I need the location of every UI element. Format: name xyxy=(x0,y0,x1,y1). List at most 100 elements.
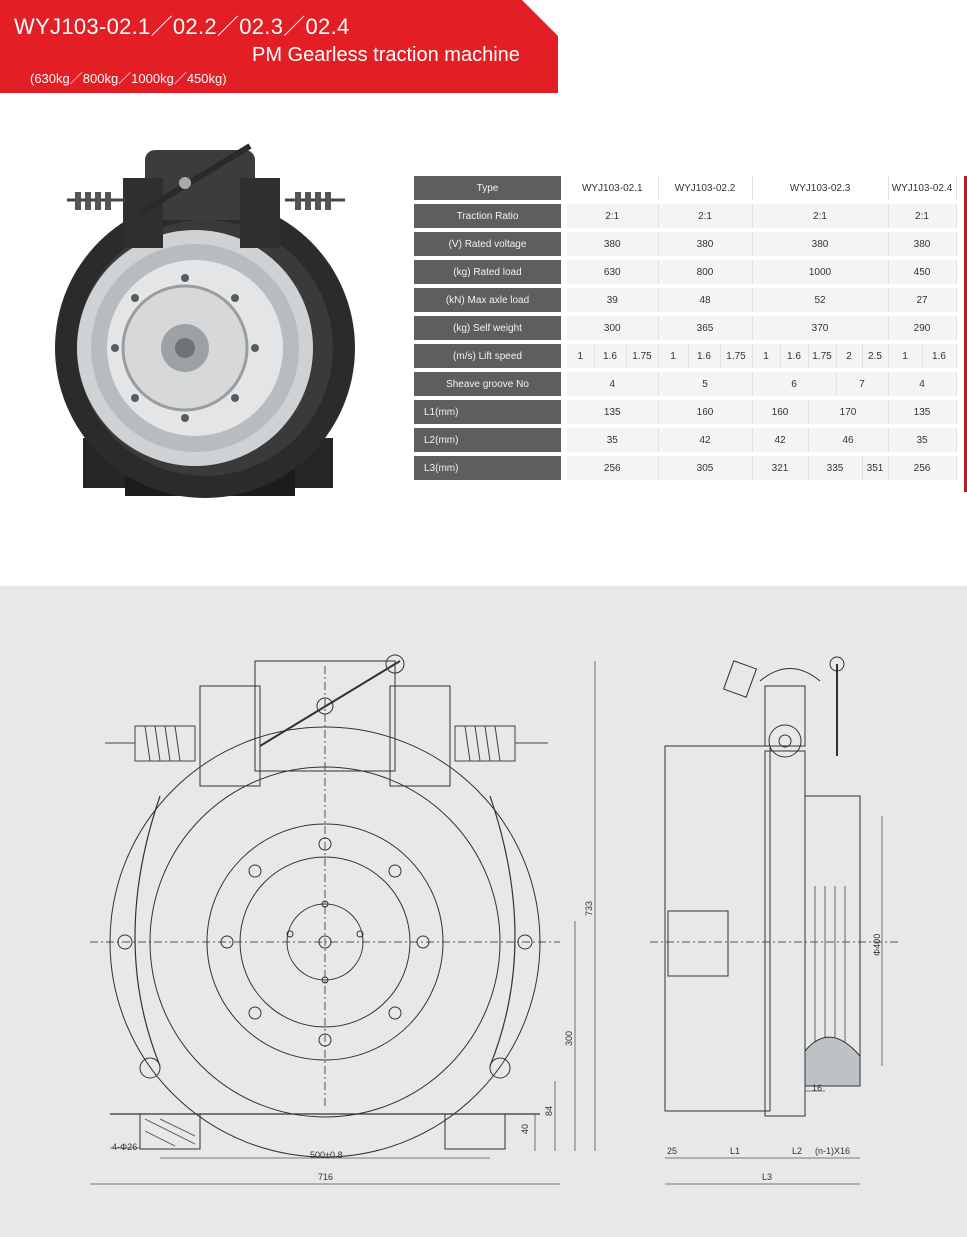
spec-row-l1: L1(mm) 135 160 160 170 135 xyxy=(414,398,957,428)
unit-label: (V) xyxy=(448,238,462,250)
sheave-groove-label: Sheave groove No xyxy=(414,370,567,400)
table-cell: 1.6 xyxy=(922,342,957,372)
dim-groove: (n-1)X16 xyxy=(815,1146,850,1156)
table-cell: 1.75 xyxy=(808,342,837,372)
table-cell: 7 xyxy=(836,370,889,400)
row-label: Rated load xyxy=(473,266,522,278)
table-cell: 52 xyxy=(752,286,889,316)
table-cell: 1.6 xyxy=(688,342,721,372)
table-cell: 380 xyxy=(564,230,659,260)
table-cell: 6 xyxy=(752,370,837,400)
unit-label: (kg) xyxy=(453,266,471,278)
l1-label: L1(mm) xyxy=(414,398,567,428)
dim-l2: L2 xyxy=(792,1146,802,1156)
table-cell: 35 xyxy=(888,426,957,456)
table-cell: 380 xyxy=(888,230,957,260)
table-cell: 351 xyxy=(862,454,889,484)
table-cell: 2.5 xyxy=(862,342,889,372)
table-cell: 4 xyxy=(564,370,659,400)
table-cell: 1.6 xyxy=(780,342,809,372)
table-cell: 321 xyxy=(752,454,809,484)
model-1: WYJ103-02.1 xyxy=(564,176,659,204)
max-axle-load-label: (kN) Max axle load xyxy=(414,286,567,316)
table-cell: 42 xyxy=(752,426,809,456)
dim-phi400: Φ400 xyxy=(872,934,882,956)
table-cell: 35 xyxy=(564,426,659,456)
technical-drawing: 733 300 84 40 4-Φ26 500±0.8 716 Φ400 16 … xyxy=(0,586,967,1237)
table-cell: 2:1 xyxy=(564,202,659,232)
unit-label: (m/s) xyxy=(453,350,476,362)
l3-label: L3(mm) xyxy=(414,454,567,484)
spec-row-l3: L3(mm) 256 305 321 335 351 256 xyxy=(414,454,957,484)
table-cell: 380 xyxy=(752,230,889,260)
table-cell: 2 xyxy=(836,342,863,372)
table-cell: 305 xyxy=(658,454,753,484)
table-cell: 300 xyxy=(564,314,659,344)
table-cell: 2:1 xyxy=(658,202,753,232)
table-cell: 42 xyxy=(658,426,753,456)
row-label: Rated voltage xyxy=(464,238,527,250)
table-cell: 256 xyxy=(564,454,659,484)
banner-title: WYJ103-02.1／02.2／02.3／02.4 xyxy=(14,14,350,39)
spec-row-lift-speed: (m/s) Lift speed 1 1.6 1.75 1 1.6 1.75 1… xyxy=(414,342,957,372)
dim-40: 40 xyxy=(520,1124,530,1134)
model-2: WYJ103-02.2 xyxy=(658,176,753,204)
row-label: Lift speed xyxy=(478,350,522,362)
spec-row-self-weight: (kg) Self weight 300 365 370 290 xyxy=(414,314,957,344)
table-cell: 1.6 xyxy=(594,342,627,372)
rated-voltage-label: (V) Rated voltage xyxy=(414,230,567,260)
dim-300: 300 xyxy=(564,1031,574,1046)
table-cell: 2:1 xyxy=(888,202,957,232)
table-cell: 365 xyxy=(658,314,753,344)
spec-row-rated-voltage: (V) Rated voltage 380 380 380 380 xyxy=(414,230,957,260)
model-3: WYJ103-02.3 xyxy=(752,176,889,204)
banner-capacity: (630kg／800kg／1000kg／450kg) xyxy=(30,71,227,86)
table-cell: 630 xyxy=(564,258,659,288)
table-cell: 135 xyxy=(888,398,957,428)
spec-table: Type WYJ103-02.1 WYJ103-02.2 WYJ103-02.3… xyxy=(414,176,957,484)
dim-l3: L3 xyxy=(762,1172,772,1182)
spec-row-type: Type WYJ103-02.1 WYJ103-02.2 WYJ103-02.3… xyxy=(414,176,957,204)
banner-background xyxy=(0,0,558,93)
dim-l1: L1 xyxy=(730,1146,740,1156)
table-cell: 46 xyxy=(808,426,889,456)
table-cell: 160 xyxy=(752,398,809,428)
dim-holes: 4-Φ26 xyxy=(112,1142,137,1152)
spec-row-sheave-groove: Sheave groove No 4 5 6 7 4 xyxy=(414,370,957,400)
table-cell: 48 xyxy=(658,286,753,316)
spec-row-traction-ratio: Traction Ratio 2:1 2:1 2:1 2:1 xyxy=(414,202,957,232)
table-cell: 256 xyxy=(888,454,957,484)
rated-load-label: (kg) Rated load xyxy=(414,258,567,288)
spec-row-l2: L2(mm) 35 42 42 46 35 xyxy=(414,426,957,456)
table-cell: 170 xyxy=(808,398,889,428)
dim-25: 25 xyxy=(667,1146,677,1156)
row-label: Max axle load xyxy=(467,294,530,306)
dim-733: 733 xyxy=(584,901,594,916)
unit-label: (kN) xyxy=(445,294,465,306)
dim-84: 84 xyxy=(544,1106,554,1116)
table-cell: 380 xyxy=(658,230,753,260)
table-cell: 135 xyxy=(564,398,659,428)
banner-subtitle: PM Gearless traction machine xyxy=(252,44,520,66)
unit-label: (kg) xyxy=(453,322,471,334)
table-cell: 1 xyxy=(564,342,595,372)
dim-16: 16 xyxy=(812,1083,822,1093)
table-cell: 39 xyxy=(564,286,659,316)
lift-speed-label: (m/s) Lift speed xyxy=(414,342,567,372)
type-label: Type xyxy=(414,176,567,204)
row-label: Self weight xyxy=(473,322,522,334)
table-cell: 2:1 xyxy=(752,202,889,232)
table-cell: 1.75 xyxy=(720,342,753,372)
table-cell: 1000 xyxy=(752,258,889,288)
product-photo xyxy=(45,138,365,503)
table-cell: 290 xyxy=(888,314,957,344)
dim-500: 500±0.8 xyxy=(310,1150,342,1160)
l2-label: L2(mm) xyxy=(414,426,567,456)
dim-716: 716 xyxy=(318,1172,333,1182)
table-cell: 27 xyxy=(888,286,957,316)
table-cell: 1 xyxy=(658,342,689,372)
table-cell: 450 xyxy=(888,258,957,288)
table-cell: 800 xyxy=(658,258,753,288)
table-cell: 160 xyxy=(658,398,753,428)
table-cell: 1 xyxy=(888,342,923,372)
